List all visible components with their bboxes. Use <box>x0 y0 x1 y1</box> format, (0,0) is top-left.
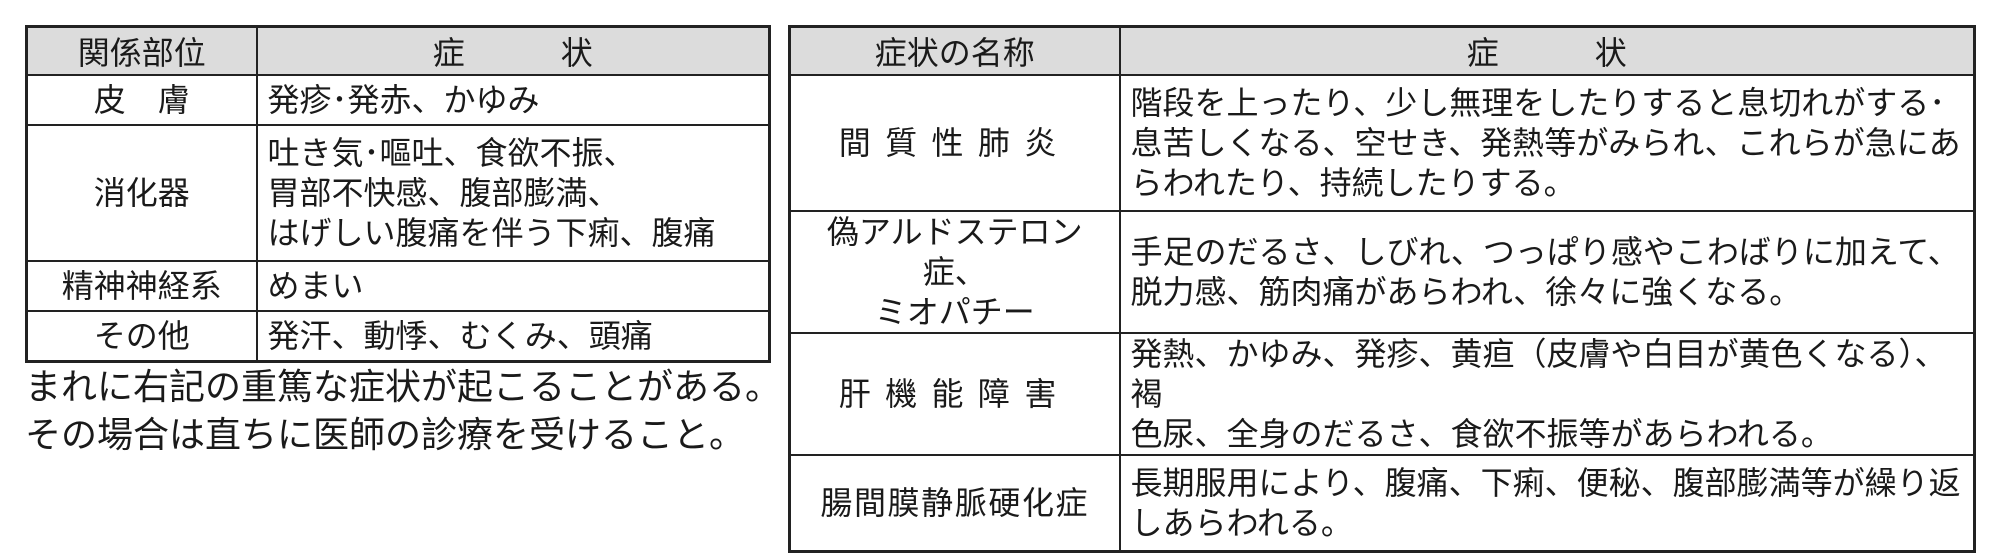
table-header-row: 症状の名称 症 状 <box>788 25 1976 76</box>
row-label: 腸間膜静脈硬化症 <box>788 454 1121 552</box>
header-body-part: 関係部位 <box>25 25 258 76</box>
row-symptoms: 発熱、かゆみ、発疹、黄疸（皮膚や白目が黄色くなる）、褐 色尿、全身のだるさ、食欲… <box>1118 332 1976 456</box>
table-row: 腸間膜静脈硬化症 長期服用により、腹痛、下痢、便秘、腹部膨満等が繰り返 しあらわ… <box>788 454 1976 552</box>
table-row: 肝機能障害 発熱、かゆみ、発疹、黄疸（皮膚や白目が黄色くなる）、褐 色尿、全身の… <box>788 332 1976 456</box>
row-label: 肝機能障害 <box>788 332 1121 456</box>
row-symptoms: 吐き気･嘔吐、食欲不振、 胃部不快感、腹部膨満、 はげしい腹痛を伴う下痢、腹痛 <box>255 124 771 262</box>
row-symptoms: 発汗、動悸、むくみ、頭痛 <box>255 310 771 362</box>
table-row: 間質性肺炎 階段を上ったり、少し無理をしたりすると息切れがする･ 息苦しくなる、… <box>788 74 1976 212</box>
table-row: 偽アルドステロン症、 ミオパチー 手足のだるさ、しびれ、つっぱり感やこわばりに加… <box>788 210 1976 334</box>
header-symptoms: 症 状 <box>255 25 771 76</box>
row-symptoms: めまい <box>255 260 771 312</box>
row-label: 間質性肺炎 <box>788 74 1121 212</box>
table-row: その他 発汗、動悸、むくみ、頭痛 <box>25 310 771 362</box>
row-label: 消化器 <box>25 124 258 262</box>
row-symptoms: 発疹･発赤、かゆみ <box>255 74 771 126</box>
serious-symptoms-table: 症状の名称 症 状 間質性肺炎 階段を上ったり、少し無理をしたりすると息切れがす… <box>788 25 1976 553</box>
row-symptoms: 手足のだるさ、しびれ、つっぱり感やこわばりに加えて、 脱力感、筋肉痛があらわれ、… <box>1118 210 1976 334</box>
row-symptoms: 長期服用により、腹痛、下痢、便秘、腹部膨満等が繰り返 しあらわれる。 <box>1118 454 1976 552</box>
row-label: 皮 膚 <box>25 74 258 126</box>
header-symptoms: 症 状 <box>1118 25 1976 76</box>
row-label: 偽アルドステロン症、 ミオパチー <box>788 210 1121 334</box>
table-row: 精神神経系 めまい <box>25 260 771 312</box>
row-label: 精神神経系 <box>25 260 258 312</box>
row-symptoms: 階段を上ったり、少し無理をしたりすると息切れがする･ 息苦しくなる、空せき、発熱… <box>1118 74 1976 212</box>
table-header-row: 関係部位 症 状 <box>25 25 771 76</box>
table-row: 皮 膚 発疹･発赤、かゆみ <box>25 74 771 126</box>
warning-note: まれに右記の重篤な症状が起こることがある。 その場合は直ちに医師の診療を受けるこ… <box>25 367 782 456</box>
table-row: 消化器 吐き気･嘔吐、食欲不振、 胃部不快感、腹部膨満、 はげしい腹痛を伴う下痢… <box>25 124 771 262</box>
side-effects-table: 関係部位 症 状 皮 膚 発疹･発赤、かゆみ 消化器 吐き気･嘔吐、食欲不振、 … <box>25 25 771 363</box>
header-symptom-name: 症状の名称 <box>788 25 1121 76</box>
row-label: その他 <box>25 310 258 362</box>
